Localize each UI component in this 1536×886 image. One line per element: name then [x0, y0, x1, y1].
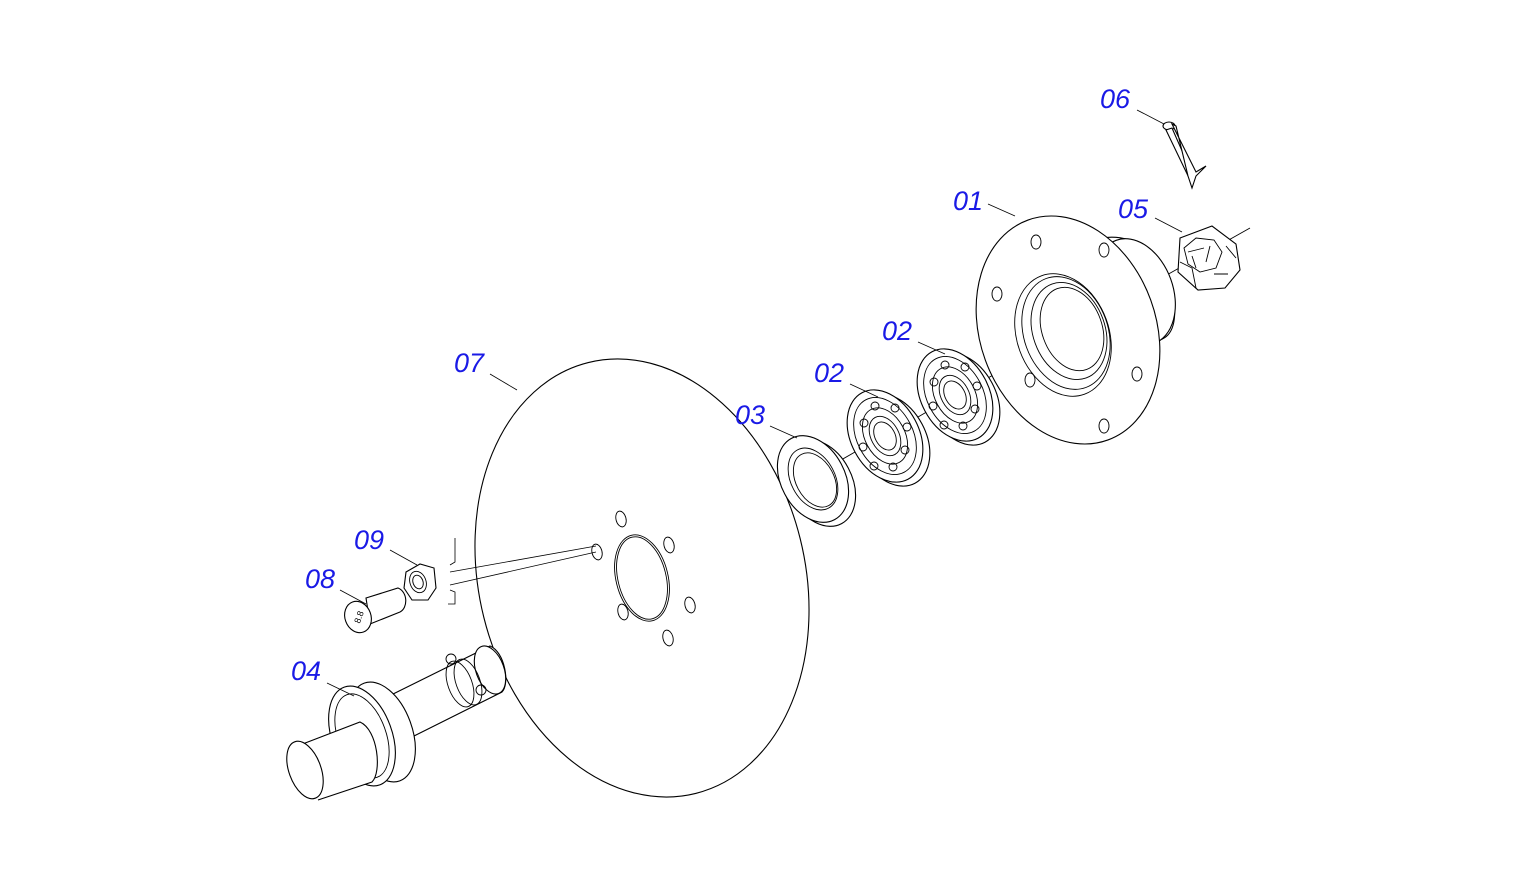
hub-bolt-holes — [991, 234, 1143, 434]
callout-cotter-pin: 06 — [1100, 84, 1131, 114]
nut-part — [403, 563, 437, 601]
hub-part — [975, 215, 1176, 445]
callout-castle-nut: 05 — [1118, 194, 1149, 224]
callout-disc: 07 — [454, 348, 485, 378]
callout-hub: 01 — [953, 186, 983, 216]
disc-part — [474, 358, 810, 798]
hole-projection-lines — [448, 538, 597, 605]
callout-bolt: 08 — [305, 564, 335, 594]
castle-nut-part — [1177, 225, 1241, 291]
bolt-head-marking: 8.8 — [352, 610, 366, 625]
callout-seal: 03 — [735, 400, 765, 430]
callout-axle: 04 — [291, 656, 321, 686]
axle-part — [286, 645, 507, 801]
callout-leaders — [326, 109, 1183, 697]
callout-bearing-upper: 02 — [882, 316, 912, 346]
cotter-pin-part — [1162, 121, 1207, 190]
bearing-part-lower — [846, 389, 931, 487]
disc-bolt-holes — [591, 510, 696, 647]
callout-nut: 09 — [354, 525, 384, 555]
callout-bearing-lower: 02 — [814, 358, 844, 388]
seal-part — [776, 435, 857, 527]
bolt-part: 8.8 — [344, 587, 407, 634]
disc-center-hole — [616, 536, 668, 620]
bearing-part-upper — [916, 348, 1001, 446]
